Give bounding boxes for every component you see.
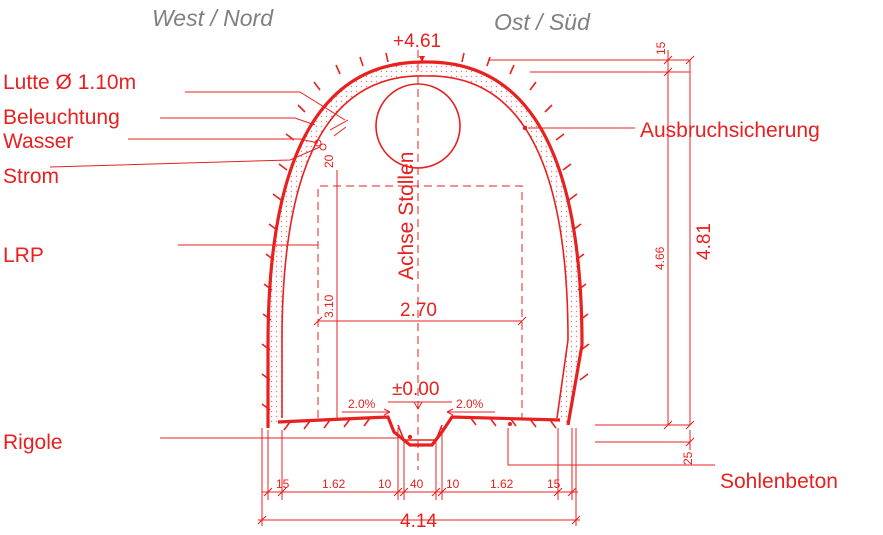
label-wasser: Wasser [3, 130, 73, 153]
label-achse-stollen: Achse Stollen [395, 152, 418, 280]
dim-inner-width: 2.70 [400, 300, 437, 321]
dim-total-height: 4.81 [694, 223, 715, 260]
floor-marker-icon [413, 401, 423, 411]
slope-right: 2.0% [456, 397, 484, 411]
dim-bottom-1: 1.62 [322, 477, 346, 491]
label-sohlenbeton: Sohlenbeton [720, 470, 838, 493]
dim-bottom-4: 10 [446, 477, 460, 491]
support-point-icon [522, 125, 528, 131]
leader-lines [49, 91, 715, 466]
header-west-nord: West / Nord [152, 5, 274, 31]
label-lutte: Lutte Ø 1.10m [3, 71, 136, 94]
crown-elevation: +4.61 [393, 31, 441, 52]
dim-top-offset: 15 [654, 41, 668, 55]
right-extension-lines [488, 50, 695, 450]
crown-marker-icon [419, 56, 425, 62]
dim-lrp-height: 3.10 [322, 294, 336, 318]
rock-bolt-ticks [261, 52, 590, 411]
rigole-pipe-icon [407, 434, 413, 440]
dim-ticks-inner-width [313, 316, 527, 326]
dim-bottom-3: 40 [410, 477, 424, 491]
label-lrp: LRP [3, 244, 44, 267]
floor-slab [277, 415, 561, 447]
floor-ticks [283, 416, 557, 431]
label-ausbruchsicherung: Ausbruchsicherung [640, 119, 820, 142]
label-rigole: Rigole [3, 431, 63, 454]
dim-inner-height: 4.66 [653, 246, 667, 270]
slope-left: 2.0% [348, 397, 376, 411]
slope-arrows [342, 408, 495, 416]
lrp-clearance-profile [317, 185, 523, 418]
dim-bottom-offset: 25 [681, 451, 695, 465]
excavation-outline [266, 60, 584, 428]
label-beleuchtung: Beleuchtung [3, 106, 120, 129]
sohlenbeton-pipe-icon [508, 422, 512, 426]
inner-lining-outline [281, 75, 569, 419]
dim-total-width: 4.14 [400, 511, 437, 530]
label-strom: Strom [3, 165, 59, 188]
dim-bottom-5: 1.62 [490, 477, 514, 491]
dim-gap-top: 20 [322, 154, 336, 168]
rigole-channel [397, 424, 443, 441]
dim-bottom-6: 15 [547, 477, 561, 491]
header-ost-sued: Ost / Süd [494, 9, 591, 35]
bottom-dimension-lines [257, 428, 581, 526]
dim-bottom-2: 10 [378, 477, 392, 491]
floor-elevation: ±0.00 [392, 379, 439, 400]
dim-bottom-0: 15 [276, 477, 290, 491]
